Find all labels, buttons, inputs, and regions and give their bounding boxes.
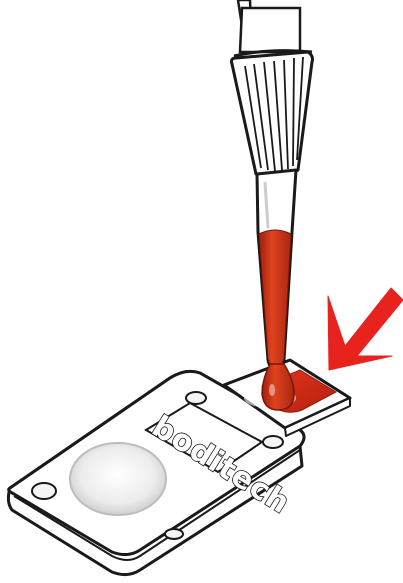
sample-well bbox=[70, 443, 166, 515]
pipette-upper-body bbox=[240, 8, 300, 52]
pointer-arrow-icon bbox=[328, 288, 403, 370]
pipette bbox=[232, 0, 313, 410]
sample-drop-highlight bbox=[269, 384, 275, 396]
screw-hole bbox=[165, 529, 183, 539]
arrow-shape bbox=[328, 288, 403, 370]
screw-hole bbox=[186, 392, 206, 404]
screw-hole bbox=[32, 483, 56, 499]
screw-hole bbox=[263, 436, 283, 448]
